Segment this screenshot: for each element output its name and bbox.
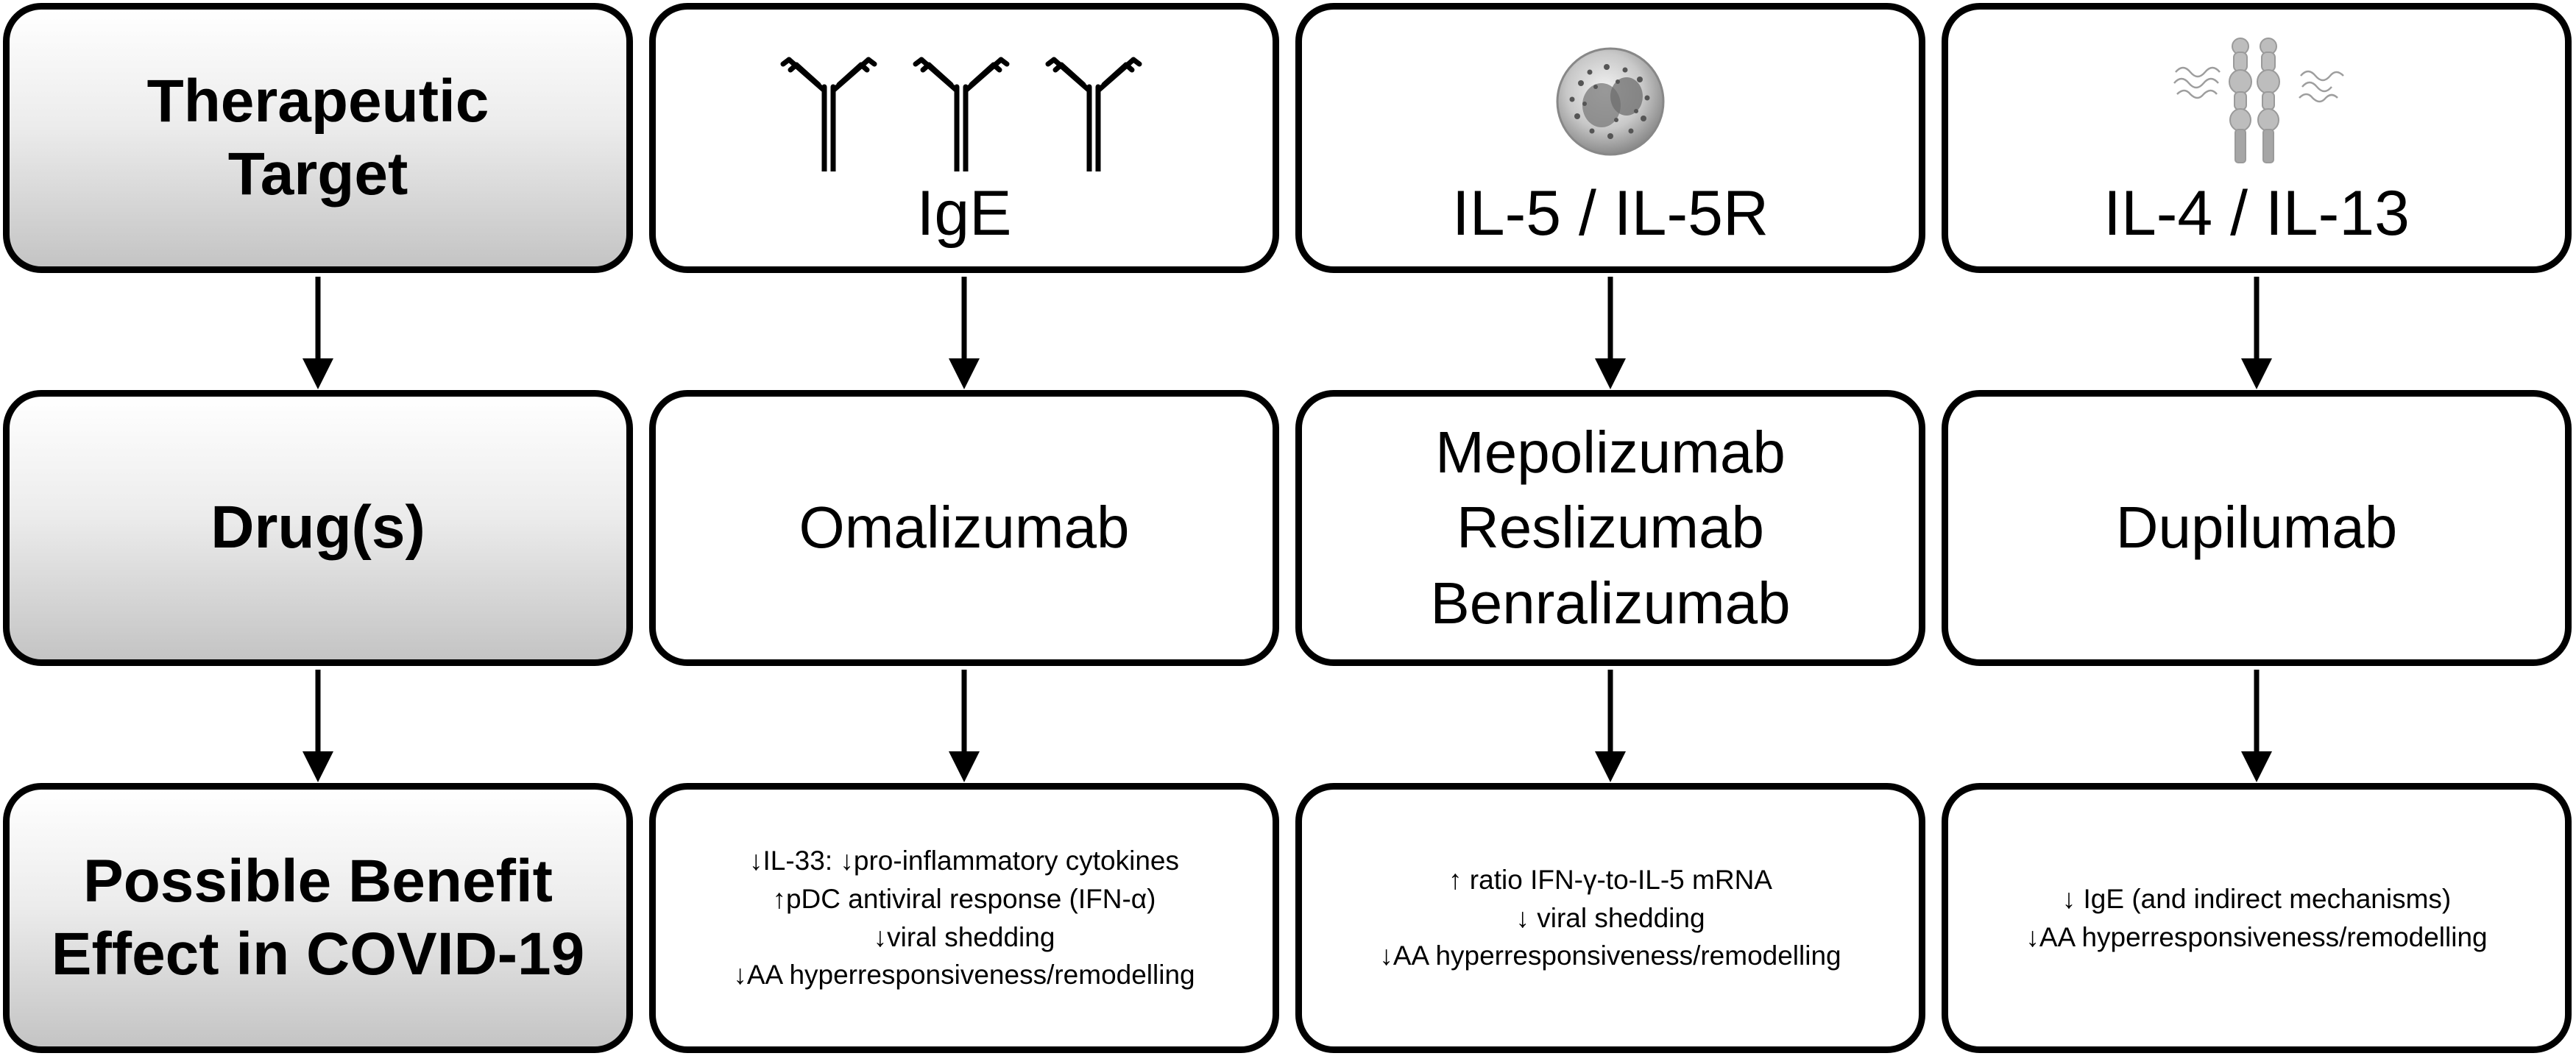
row-header-effect-line-1: Possible Benefit: [83, 848, 553, 915]
drug-box-omalizumab: Omalizumab: [649, 390, 1279, 666]
effect-box-il5: ↑ ratio IFN-γ-to-IL-5 mRNA ↓ viral shedd…: [1295, 783, 1925, 1053]
row-header-drugs: Drug(s): [3, 390, 633, 666]
effect-box-il4-il13: ↓ IgE (and indirect mechanisms) ↓AA hype…: [1942, 783, 2572, 1053]
row-header-target-line-2: Target: [227, 140, 408, 208]
drug-box-il5-drugs: Mepolizumab Reslizumab Benralizumab: [1295, 390, 1925, 666]
target-label-il4-il13: IL-4 / IL-13: [2103, 178, 2410, 249]
effect-box-ige: ↓IL-33: ↓pro-inflammatory cytokines ↑pDC…: [649, 783, 1279, 1053]
antibody-icon: [656, 32, 1273, 171]
effect-line: ↓ IgE (and indirect mechanisms): [2062, 883, 2452, 914]
effect-line: ↓ viral shedding: [1515, 902, 1705, 933]
drug-name: Reslizumab: [1457, 495, 1764, 561]
row-header-possible-benefit: Possible Benefit Effect in COVID-19: [3, 783, 633, 1053]
row-header-target-line-1: Therapeutic: [146, 68, 489, 135]
effect-line: ↓viral shedding: [873, 921, 1055, 952]
target-label-ige: IgE: [916, 178, 1012, 249]
row-header-drugs-label: Drug(s): [210, 494, 425, 561]
effect-line: ↓IL-33: ↓pro-inflammatory cytokines: [749, 845, 1179, 876]
effect-line: ↑ ratio IFN-γ-to-IL-5 mRNA: [1448, 864, 1772, 895]
effect-line: ↓AA hyperresponsiveness/remodelling: [2025, 921, 2488, 952]
receptor-protein-icon: [1948, 32, 2565, 171]
effect-line: ↑pDC antiviral response (IFN-α): [772, 883, 1156, 914]
drug-name: Mepolizumab: [1435, 419, 1786, 485]
drug-name: Benralizumab: [1430, 570, 1791, 636]
drug-box-dupilumab: Dupilumab: [1942, 390, 2572, 666]
target-label-il5: IL-5 / IL-5R: [1451, 178, 1769, 249]
target-box-ige: IgE: [649, 3, 1279, 273]
drug-name: Dupilumab: [2115, 495, 2398, 561]
row-header-effect-line-2: Effect in COVID-19: [51, 920, 585, 988]
effect-line: ↓AA hyperresponsiveness/remodelling: [1379, 940, 1841, 971]
target-box-il5: IL-5 / IL-5R: [1295, 3, 1925, 273]
target-box-il4-il13: IL-4 / IL-13: [1942, 3, 2572, 273]
effect-line: ↓AA hyperresponsiveness/remodelling: [733, 960, 1195, 991]
row-header-therapeutic-target: Therapeutic Target: [3, 3, 633, 273]
drug-name: Omalizumab: [799, 495, 1130, 561]
eosinophil-cell-icon: [1302, 32, 1919, 171]
